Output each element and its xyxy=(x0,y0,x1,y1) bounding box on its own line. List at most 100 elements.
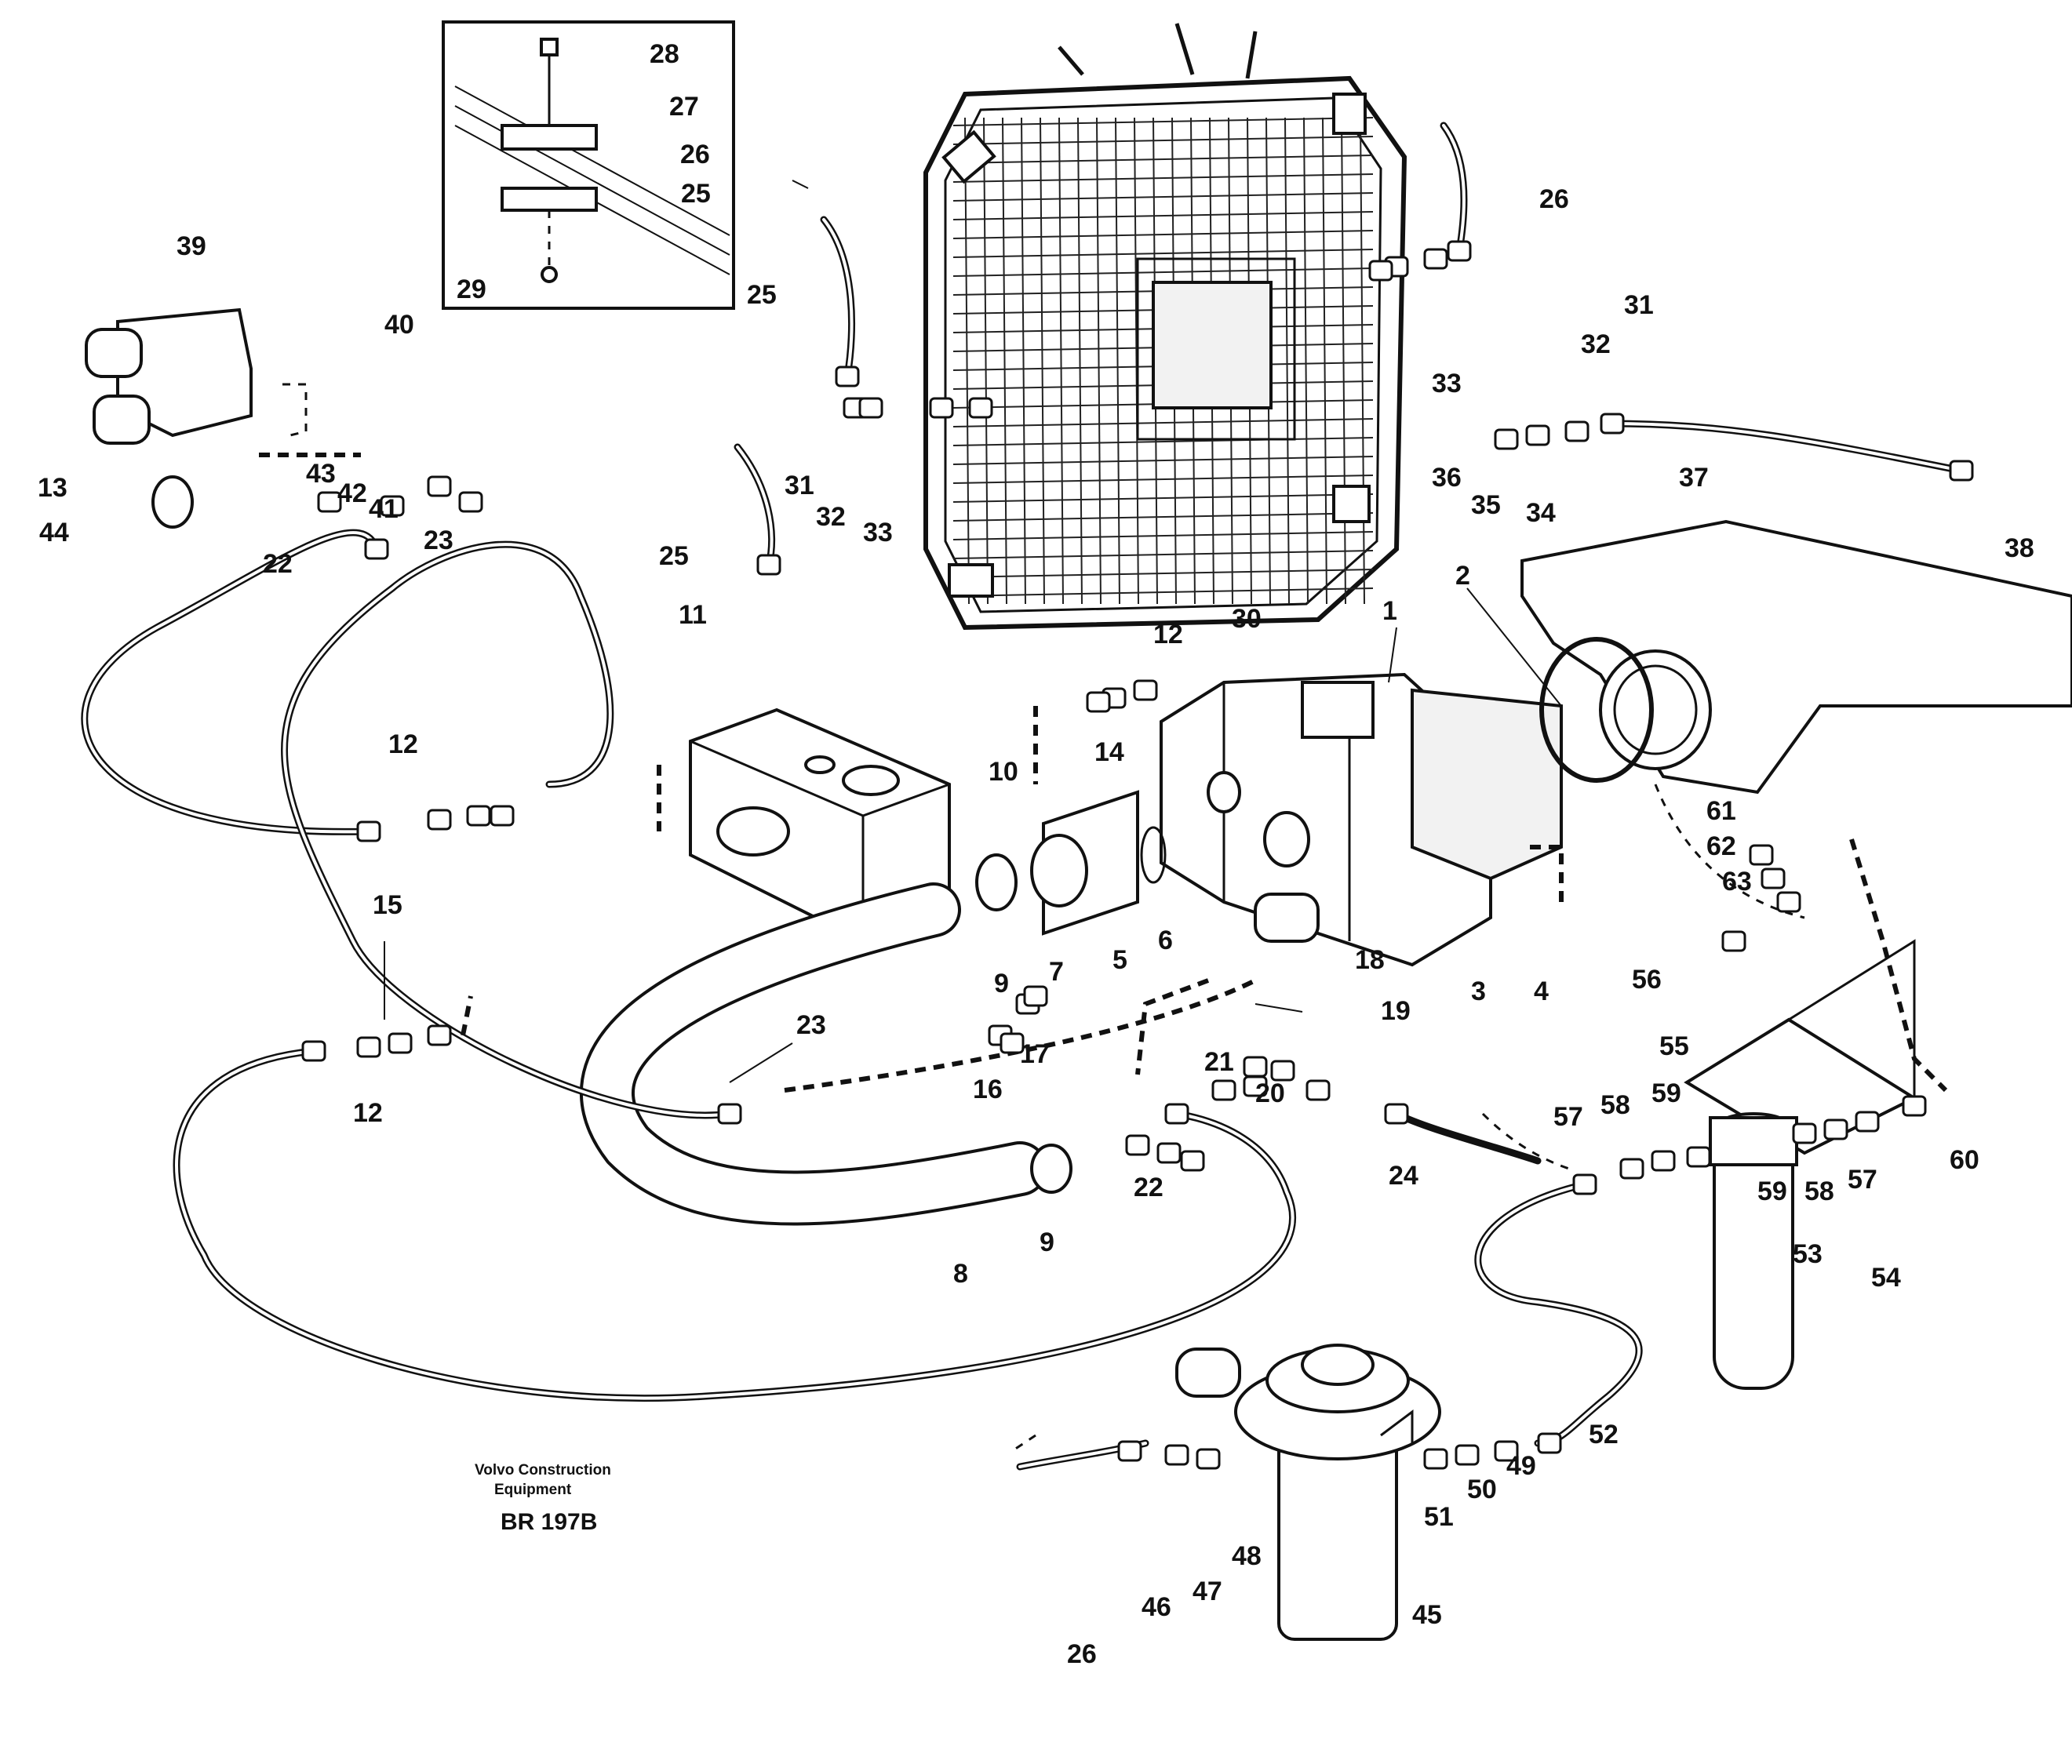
callout-57a: 57 xyxy=(1553,1102,1583,1132)
callout-36: 36 xyxy=(1432,463,1462,493)
callout-32b: 32 xyxy=(1581,329,1611,359)
fitting xyxy=(317,491,342,513)
callout-40: 40 xyxy=(384,310,414,340)
callout-16: 16 xyxy=(973,1075,1003,1104)
callout-10: 10 xyxy=(989,757,1018,787)
callout-58b: 58 xyxy=(1804,1177,1834,1206)
callout-34: 34 xyxy=(1526,498,1556,528)
fitting xyxy=(1000,1032,1025,1054)
callout-14: 14 xyxy=(1094,737,1124,767)
callout-47: 47 xyxy=(1193,1577,1222,1606)
fitting xyxy=(1117,1440,1142,1462)
callout-54: 54 xyxy=(1871,1263,1901,1293)
callout-20: 20 xyxy=(1255,1078,1285,1108)
callout-32a: 32 xyxy=(816,502,846,532)
callout-31a: 31 xyxy=(785,471,814,500)
fitting xyxy=(427,475,452,497)
callout-3: 3 xyxy=(1471,977,1486,1006)
drawing-code: BR 197B xyxy=(501,1509,597,1535)
fitting xyxy=(1180,1150,1205,1172)
callout-22a: 22 xyxy=(263,549,293,579)
callout-24: 24 xyxy=(1389,1161,1418,1191)
callout-7: 7 xyxy=(1049,957,1064,987)
callout-51: 51 xyxy=(1424,1502,1454,1532)
fitting xyxy=(1564,420,1590,442)
callout-43: 43 xyxy=(306,459,336,489)
fitting xyxy=(835,366,860,387)
callout-13: 13 xyxy=(38,473,67,503)
callout-62: 62 xyxy=(1706,831,1736,861)
callout-30: 30 xyxy=(1232,604,1262,634)
callout-12b: 12 xyxy=(388,729,418,759)
callout-8: 8 xyxy=(953,1259,968,1289)
fitting xyxy=(1686,1146,1711,1168)
fitting xyxy=(1525,424,1550,446)
fitting xyxy=(458,491,483,513)
callout-55: 55 xyxy=(1659,1031,1689,1061)
callout-5: 5 xyxy=(1112,945,1127,975)
fitting xyxy=(364,538,389,560)
fitting xyxy=(1368,260,1393,282)
callout-23a: 23 xyxy=(424,526,453,555)
callout-9b: 9 xyxy=(1040,1228,1054,1257)
callout-26b: 26 xyxy=(1539,184,1569,214)
fitting xyxy=(1455,1444,1480,1466)
fitting xyxy=(1776,891,1801,913)
flange-and-suction-hose xyxy=(580,790,1167,1226)
fitting xyxy=(1749,844,1774,866)
callout-58a: 58 xyxy=(1600,1090,1630,1120)
callout-15: 15 xyxy=(373,890,402,920)
callout-26c: 26 xyxy=(1067,1639,1097,1669)
fitting xyxy=(1537,1432,1562,1454)
fitting xyxy=(1196,1448,1221,1470)
callout-33b: 33 xyxy=(1432,369,1462,398)
callout-1: 1 xyxy=(1382,596,1397,626)
fitting xyxy=(356,820,381,842)
callout-35: 35 xyxy=(1471,490,1501,520)
callout-42: 42 xyxy=(337,478,367,508)
fitting xyxy=(427,1024,452,1046)
fitting xyxy=(1125,1134,1150,1156)
fitting xyxy=(356,1036,381,1058)
callout-57b: 57 xyxy=(1848,1165,1877,1195)
callout-29: 29 xyxy=(457,275,486,304)
fitting xyxy=(466,805,491,827)
fitting xyxy=(1164,1444,1189,1466)
callout-45: 45 xyxy=(1412,1600,1442,1630)
fitting xyxy=(1305,1079,1331,1101)
callout-18: 18 xyxy=(1355,945,1385,975)
fitting xyxy=(1721,930,1746,952)
fitting xyxy=(1133,679,1158,701)
fitting xyxy=(1792,1122,1817,1144)
callout-52: 52 xyxy=(1589,1420,1619,1449)
fitting xyxy=(1855,1111,1880,1133)
dashed-leader-lines xyxy=(259,383,1948,1453)
oil-cooler-radiator xyxy=(923,23,1407,631)
callout-33a: 33 xyxy=(863,518,893,547)
fitting xyxy=(1384,1103,1409,1125)
part-number-callouts: 1 2 3 4 5 6 7 8 9 9 10 11 12 12 12 13 14… xyxy=(38,39,2034,1669)
fittings xyxy=(301,240,1974,1470)
callout-50: 50 xyxy=(1467,1475,1497,1504)
callout-19: 19 xyxy=(1381,996,1411,1026)
solenoid-valve xyxy=(85,307,253,529)
callout-22b: 22 xyxy=(1134,1173,1163,1202)
fitting xyxy=(1494,428,1519,450)
callout-21: 21 xyxy=(1204,1047,1234,1077)
callout-12c: 12 xyxy=(353,1098,383,1128)
fitting xyxy=(1600,413,1625,435)
company-name-line2: Equipment xyxy=(494,1482,572,1498)
fitting xyxy=(301,1040,326,1062)
fitting xyxy=(1423,1448,1448,1470)
callout-61: 61 xyxy=(1706,796,1736,826)
fitting xyxy=(1761,867,1786,889)
fitting xyxy=(968,397,993,419)
callout-56: 56 xyxy=(1632,965,1662,995)
filter-assembly xyxy=(1684,939,1918,1390)
callout-25a: 25 xyxy=(681,179,711,209)
fitting xyxy=(1270,1060,1295,1082)
callout-37: 37 xyxy=(1679,463,1709,493)
fitting xyxy=(1823,1118,1848,1140)
fitting xyxy=(929,397,954,419)
